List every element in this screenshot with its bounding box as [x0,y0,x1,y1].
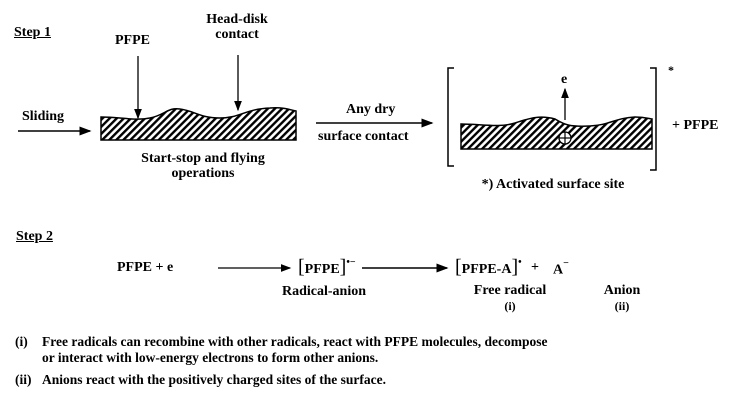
head-disk-label-1: Head-disk [206,12,268,27]
anion-charge: − [563,258,569,269]
anion-label: Anion [603,283,641,298]
note-i-marker: (i) [15,334,28,349]
anion-text: A [553,262,564,278]
note-ii-line1: Anions react with the positively charged… [42,372,386,387]
ops-label-1: Start-stop and flying [141,151,265,166]
bracket-close: ] [339,256,347,278]
step1-title: Step 1 [14,25,51,40]
anion-formula: A− [553,258,569,278]
reactant: PFPE + e [117,260,174,275]
step2-title: Step 2 [16,229,53,244]
free-radical-formula: [PFPE-A]• [455,257,522,277]
surface-contact-label: surface contact [318,129,409,144]
right-bracket [650,67,657,171]
anion-ref: (ii) [614,299,630,313]
activated-asterisk: * [668,63,674,77]
plus-pfpe-label: + PFPE [672,118,719,133]
free-radical-label: Free radical [473,283,547,298]
pfpe-label: PFPE [115,33,150,48]
any-dry-label: Any dry [346,102,396,117]
disk-surface-1 [100,107,297,141]
plus-sign: + [531,260,539,275]
sliding-label: Sliding [22,109,65,124]
activated-caption: *) Activated surface site [481,177,625,192]
free-radical-charge: • [518,257,522,269]
note-i-line2: or interact with low-energy electrons to… [42,350,379,365]
bracket-open: [ [298,256,305,278]
electron-label: e [561,72,568,87]
radical-anion-formula: [PFPE]•− [298,257,356,277]
ops-label-2: operations [171,166,235,181]
bracket-close: ] [511,256,519,278]
note-i-line1: Free radicals can recombine with other r… [42,334,548,349]
free-radical-ref: (i) [504,299,516,313]
left-bracket [447,67,454,167]
radical-anion-charge: •− [346,257,356,269]
bracket-open: [ [455,256,462,278]
head-disk-label-2: contact [215,27,259,42]
free-radical-text: PFPE-A [461,262,512,277]
note-ii-marker: (ii) [15,372,32,387]
radical-anion-text: PFPE [304,262,340,277]
radical-anion-label: Radical-anion [281,284,367,299]
disk-surface-2 [460,116,653,150]
